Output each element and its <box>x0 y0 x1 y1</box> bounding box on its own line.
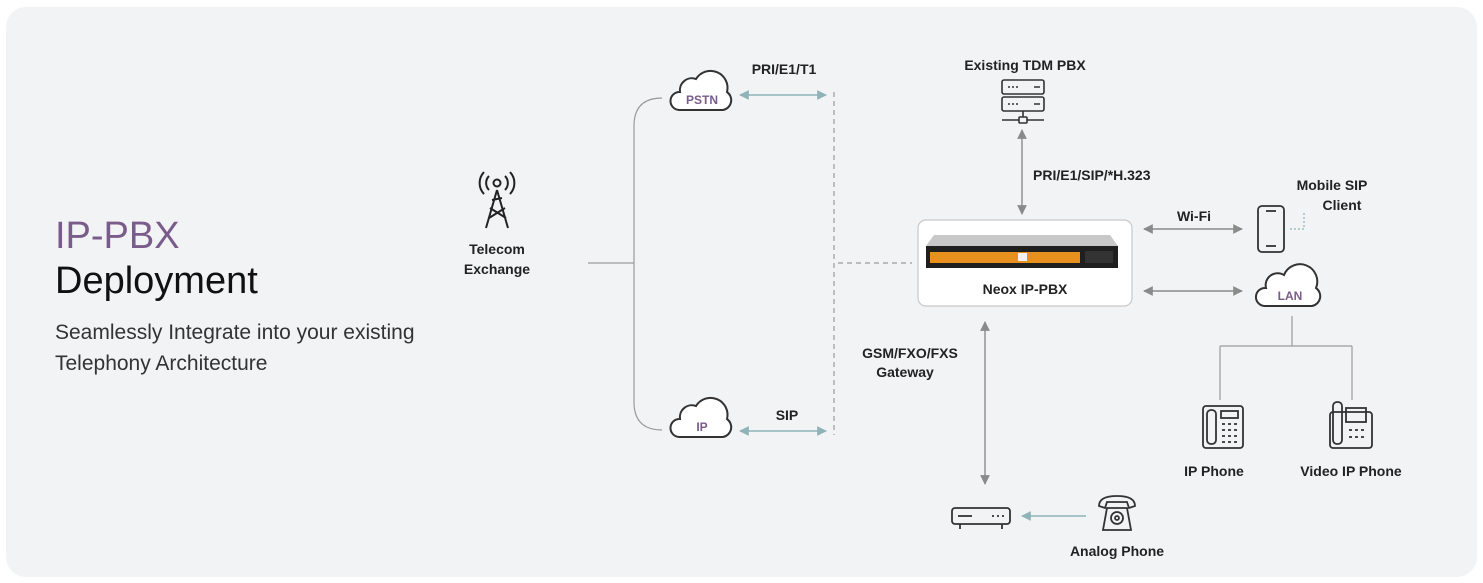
pstn-label: PSTN <box>686 93 718 107</box>
telecom-label-line1: Telecom <box>469 241 525 257</box>
mobile-label-line1: Mobile SIP <box>1297 177 1368 193</box>
neox-ip-pbx-node: Neox IP-PBX <box>917 219 1133 307</box>
lan-tree-lines <box>1219 316 1353 400</box>
pstn-link-label: PRI/E1/T1 <box>752 61 817 77</box>
rack-server-icon <box>926 235 1118 268</box>
ip-cloud-icon: IP <box>669 396 733 438</box>
lan-label: LAN <box>1278 289 1303 303</box>
title-line1: IP-PBX <box>55 215 180 257</box>
neox-label: Neox IP-PBX <box>983 281 1068 297</box>
tdm-pbx-label: Existing TDM PBX <box>964 57 1086 73</box>
wifi-label: Wi-Fi <box>1177 208 1211 224</box>
exchange-bracket <box>588 97 663 431</box>
mobile-label-line2: Client <box>1323 197 1362 213</box>
telecom-label-line2: Exchange <box>464 261 530 277</box>
analog-phone-icon <box>1098 495 1136 531</box>
gateway-label-line2: Gateway <box>876 364 934 380</box>
ip-phone-label: IP Phone <box>1184 463 1244 479</box>
tower-icon <box>478 171 516 229</box>
lan-cloud-icon: LAN <box>1255 263 1322 307</box>
ip-label: IP <box>696 420 707 434</box>
ip-link-label: SIP <box>776 407 799 423</box>
video-phone-label: Video IP Phone <box>1300 463 1402 479</box>
tdm-link-label: PRI/E1/SIP/*H.323 <box>1033 167 1151 183</box>
gateway-label-line1: GSM/FXO/FXS <box>862 345 958 361</box>
mobile-dotted-connector <box>1290 212 1305 230</box>
ip-phone-icon <box>1202 405 1244 449</box>
title-line2: Deployment <box>55 260 258 302</box>
video-phone-icon <box>1329 401 1373 449</box>
subtitle: Seamlessly Integrate into your existing … <box>55 321 415 375</box>
gateway-device-icon <box>951 507 1011 529</box>
pstn-cloud-icon: PSTN <box>669 69 733 111</box>
server-icon <box>1001 79 1045 124</box>
analog-phone-label: Analog Phone <box>1070 543 1164 559</box>
trunk-dashed-lines <box>833 92 912 435</box>
mobile-phone-icon <box>1257 205 1285 253</box>
